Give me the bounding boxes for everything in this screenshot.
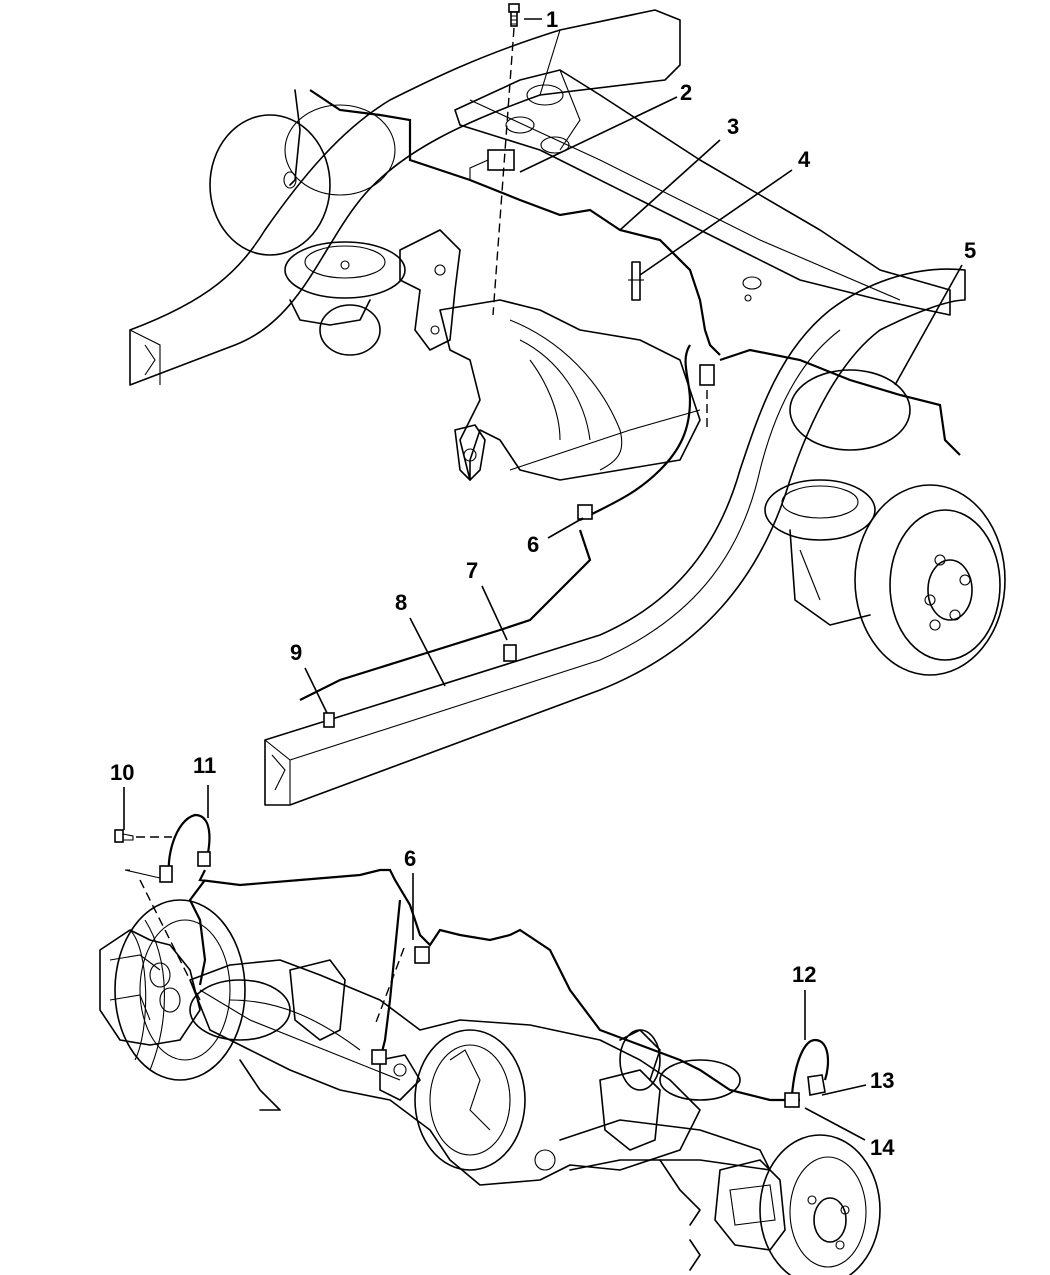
brake-line-upper-8 [299, 529, 592, 701]
hose-11-fitting-right [197, 851, 211, 867]
left-brake-rotor [114, 899, 246, 1081]
clip-6-upper [577, 504, 593, 520]
brake-line-upper-3 [309, 89, 721, 356]
hose-11-fitting-left [159, 865, 173, 883]
svg-text:1: 1 [546, 7, 558, 32]
callout-5: 5 [894, 238, 976, 386]
bolt-10-icon [114, 829, 134, 843]
right-brake-drum [854, 484, 1006, 676]
differential-cover [414, 1029, 526, 1171]
callout-14: 14 [804, 1107, 895, 1160]
lower-axle-assembly [99, 813, 881, 1275]
clip-upper-junction [699, 364, 715, 386]
callouts: 1 2 3 4 5 6 7 8 [110, 7, 976, 1160]
svg-text:4: 4 [798, 147, 811, 172]
callout-6-lower: 6 [404, 846, 416, 940]
brake-line-upper-hose [579, 344, 692, 521]
left-caliper [99, 929, 201, 1046]
callout-9: 9 [290, 640, 328, 714]
upper-frame-assembly [129, 3, 1006, 806]
svg-text:10: 10 [110, 760, 134, 785]
callout-13: 13 [821, 1068, 894, 1096]
svg-text:3: 3 [727, 114, 739, 139]
callout-2: 2 [519, 80, 692, 173]
callout-4: 4 [639, 147, 811, 276]
lower-axle-housing [189, 959, 701, 1186]
svg-text:12: 12 [792, 962, 816, 987]
cross-member [454, 69, 951, 316]
callout-6-upper: 6 [527, 517, 584, 557]
svg-text:14: 14 [870, 1135, 895, 1160]
callout-12: 12 [792, 962, 816, 1040]
svg-text:8: 8 [395, 590, 407, 615]
callout-10: 10 [110, 760, 134, 830]
clip-9 [323, 712, 335, 728]
clip-6-lower [414, 946, 430, 964]
callout-8: 8 [395, 590, 446, 687]
right-brake-rotor [759, 1134, 881, 1275]
hose-12-fitting [784, 1092, 800, 1108]
bracket-2 [487, 149, 515, 171]
brake-hose-12 [790, 1038, 830, 1096]
callout-3: 3 [619, 114, 739, 231]
left-frame-rail [129, 9, 681, 386]
bolt-1-alignment-line [492, 27, 515, 316]
right-frame-rail [264, 268, 966, 806]
svg-text:13: 13 [870, 1068, 894, 1093]
svg-text:9: 9 [290, 640, 302, 665]
svg-text:2: 2 [680, 80, 692, 105]
brake-hose-11 [167, 813, 211, 881]
bolt-1-icon [508, 3, 520, 27]
brake-line-left-branch [188, 879, 207, 986]
callout-1: 1 [524, 7, 558, 32]
brake-line-center-drop [378, 899, 402, 1061]
svg-text:6: 6 [404, 846, 416, 871]
svg-text:11: 11 [193, 753, 216, 778]
brake-line-upper-5 [719, 348, 961, 456]
stud-4 [631, 261, 641, 301]
svg-text:6: 6 [527, 532, 539, 557]
svg-text:5: 5 [964, 238, 976, 263]
callout-11: 11 [193, 753, 216, 818]
clip-13 [807, 1074, 826, 1096]
brake-line-lower-main [198, 868, 800, 1102]
right-caliper [714, 1159, 786, 1251]
svg-text:7: 7 [466, 558, 478, 583]
clip-7 [503, 644, 517, 662]
callout-7: 7 [466, 558, 508, 641]
upper-axle-housing [439, 299, 701, 481]
left-brake-drum [209, 114, 331, 256]
